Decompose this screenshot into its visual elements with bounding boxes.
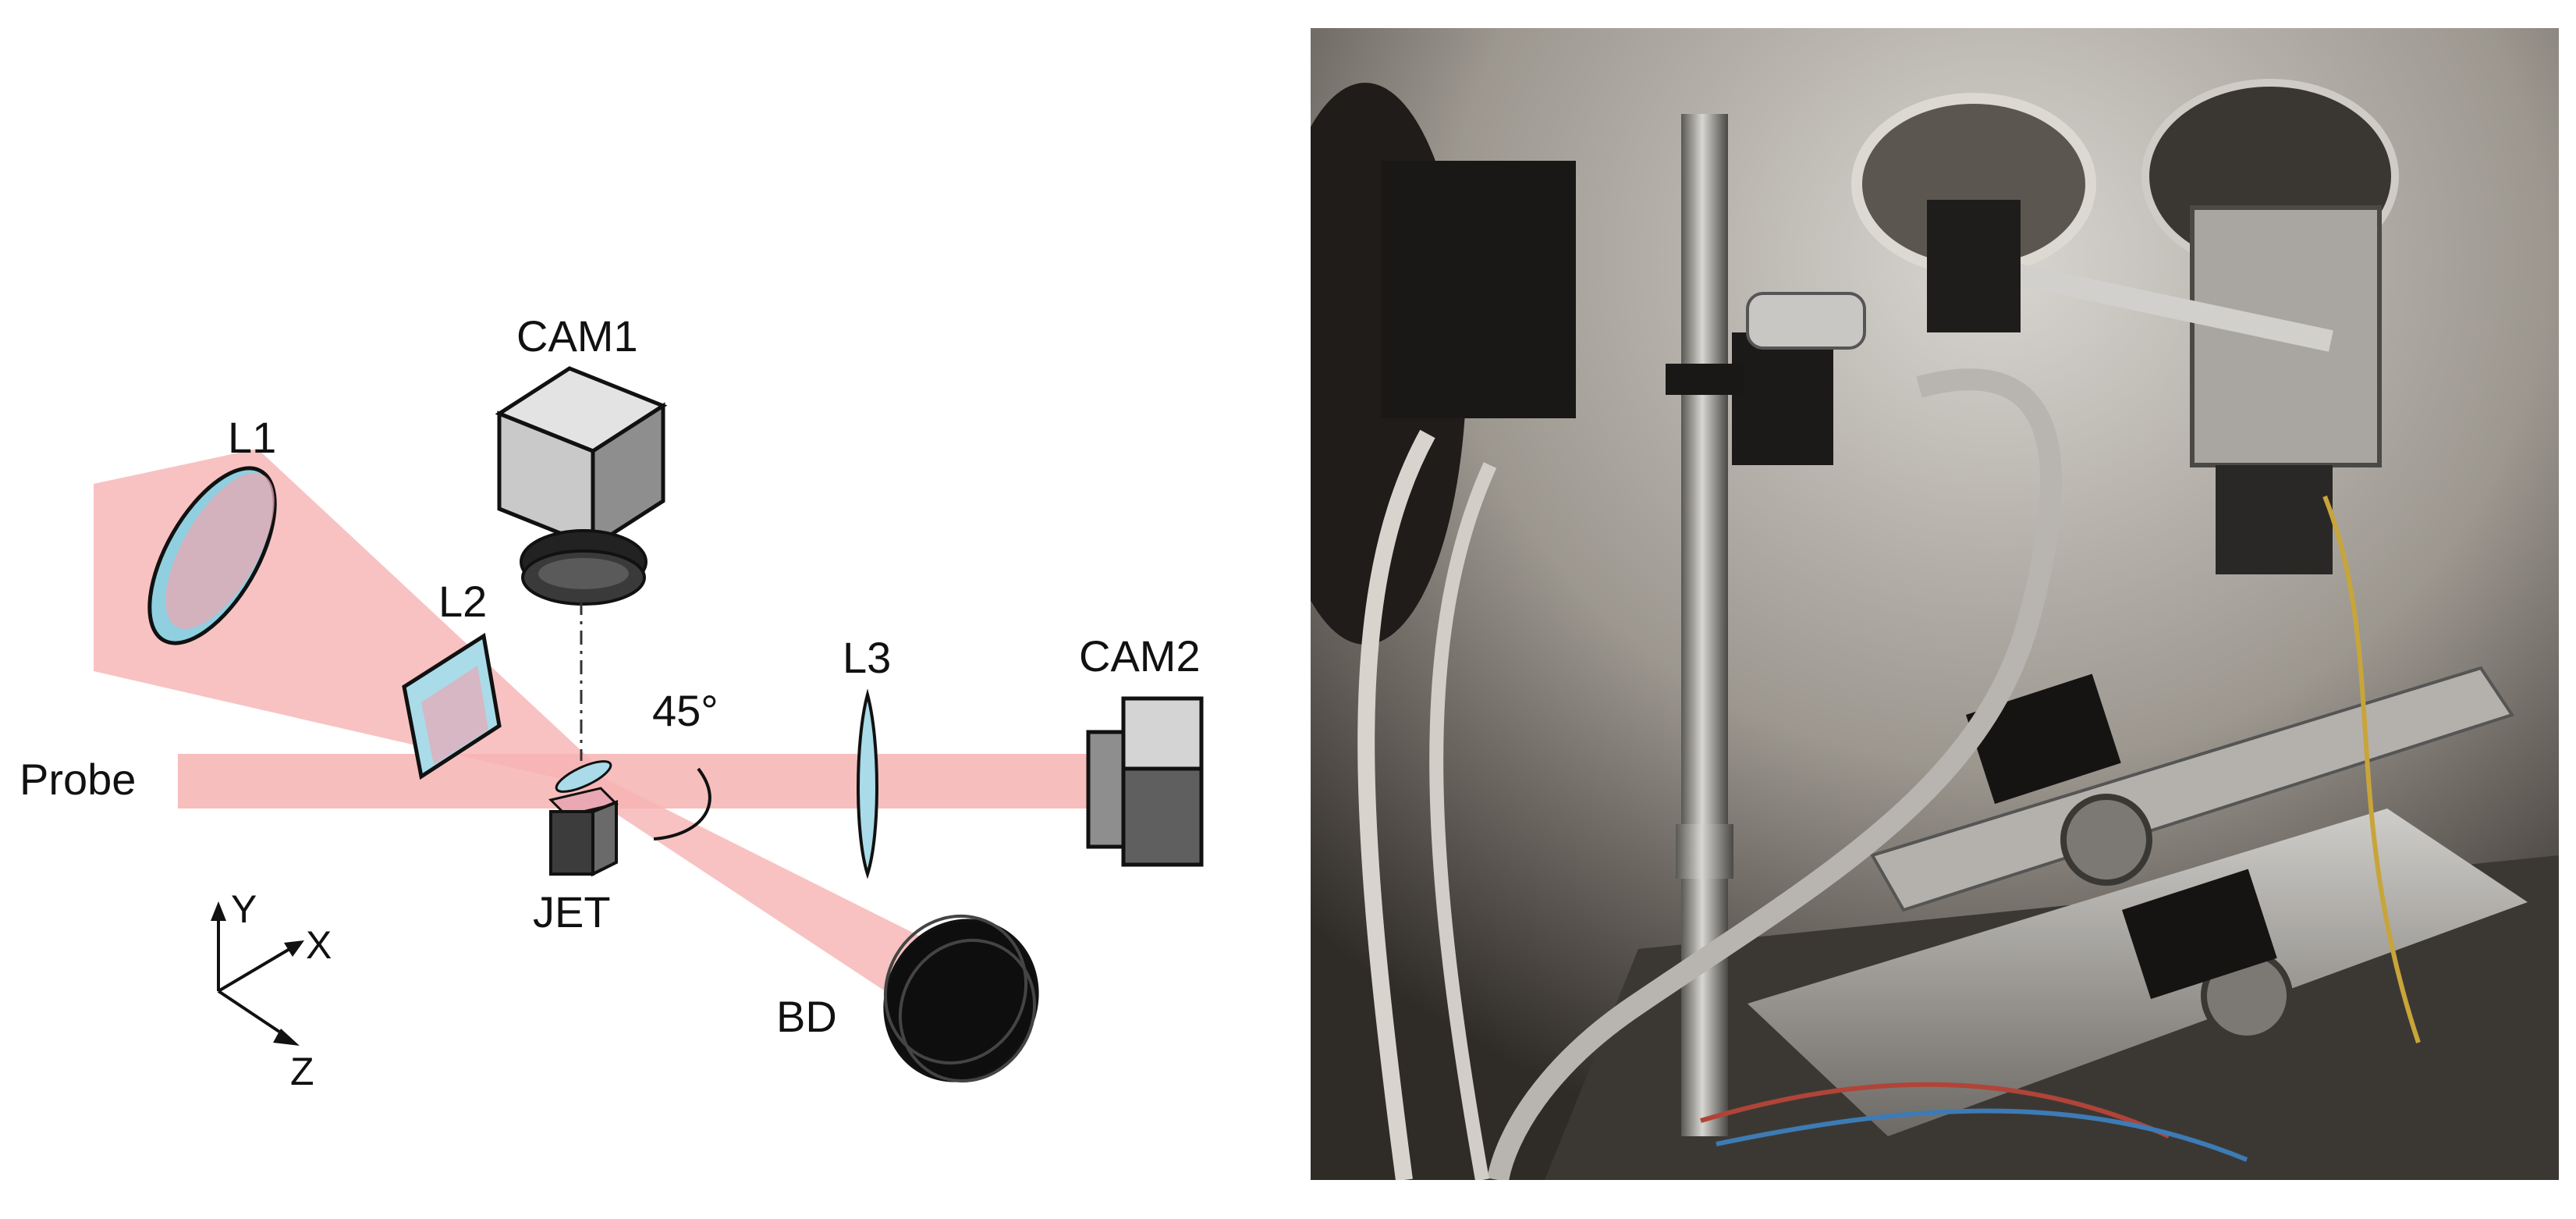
mount-center bbox=[1732, 332, 1833, 465]
l1-label: L1 bbox=[228, 413, 276, 462]
l2-lens bbox=[402, 632, 502, 780]
stage-motor bbox=[2216, 465, 2333, 574]
nozzle-block bbox=[1746, 292, 1866, 350]
mount-left bbox=[1381, 161, 1576, 418]
camera-rail bbox=[2008, 261, 2333, 352]
breadboard bbox=[1747, 809, 2528, 1136]
cam1-camera bbox=[495, 366, 668, 606]
axis-x-label: X bbox=[306, 923, 332, 967]
motor-2 bbox=[2122, 869, 2277, 1000]
angle-label: 45° bbox=[652, 686, 719, 735]
beam-dump bbox=[883, 914, 1039, 1083]
l2-label: L2 bbox=[438, 577, 487, 626]
motor-1 bbox=[1966, 673, 2121, 805]
wires-colored-2 bbox=[1716, 1108, 2248, 1162]
l3-lens bbox=[857, 688, 878, 880]
knob-1 bbox=[2060, 794, 2152, 886]
cam2-label: CAM2 bbox=[1079, 631, 1201, 681]
axis-y-label: Y bbox=[231, 887, 257, 931]
cam1-label: CAM1 bbox=[516, 311, 638, 361]
post-clamp bbox=[1666, 364, 1744, 395]
cable-bundle-left bbox=[1357, 429, 1435, 1180]
l1-lens bbox=[147, 466, 277, 645]
jet-label: JET bbox=[533, 887, 611, 936]
optical-setup-diagram: CAM1 L1 L2 Probe JET 45° L3 CAM2 BD Y X … bbox=[0, 0, 1279, 1215]
cable-bundle-left-2 bbox=[1429, 462, 1497, 1180]
flex-hose bbox=[1487, 368, 2062, 1180]
bd-label: BD bbox=[776, 992, 837, 1041]
l3-label: L3 bbox=[843, 633, 891, 682]
pump-beam-diverging bbox=[577, 773, 936, 1015]
coordinate-axes bbox=[211, 901, 304, 1046]
translation-stage bbox=[1870, 666, 2515, 912]
angle-arc bbox=[653, 767, 711, 841]
wires-colored bbox=[1700, 1082, 2170, 1139]
post-collar bbox=[1676, 824, 1733, 879]
probe-label: Probe bbox=[20, 755, 136, 804]
axis-z-label: Z bbox=[290, 1050, 314, 1093]
wires-colored-3 bbox=[2322, 495, 2421, 1043]
cam2-camera bbox=[1086, 696, 1204, 867]
jet-nozzle bbox=[548, 760, 619, 877]
setup-photograph bbox=[1311, 28, 2559, 1180]
lens-mount bbox=[1927, 200, 2021, 332]
